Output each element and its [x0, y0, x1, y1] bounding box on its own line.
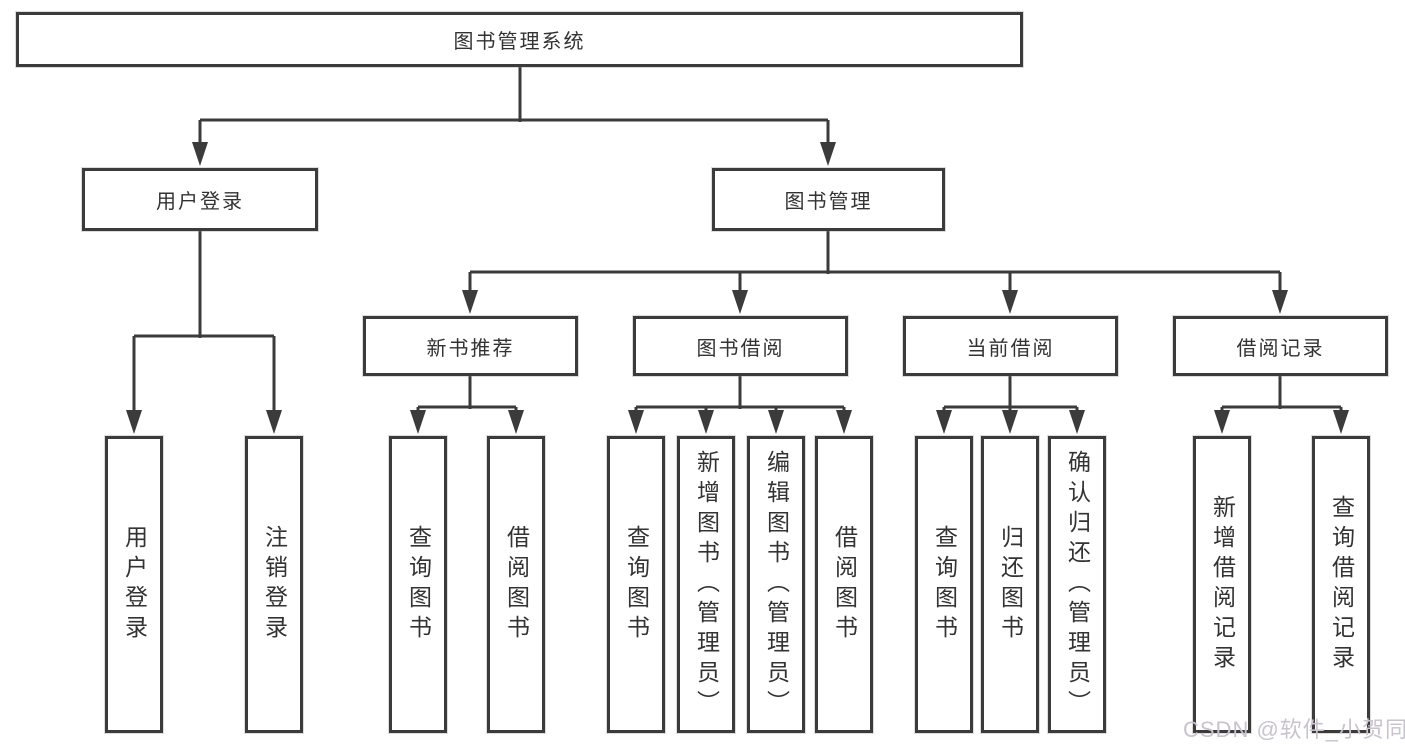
leaf-current-query-books: 查询图书 — [915, 436, 973, 733]
leaf-borrow-add-books-admin: 新增图书（管理员） — [677, 436, 735, 733]
leaf-user-login: 用户登录 — [105, 436, 163, 733]
node-user-login-branch: 用户登录 — [82, 168, 318, 231]
leaf-current-return-books-label: 归还图书 — [997, 524, 1024, 645]
leaf-borrow-edit-books-admin-label: 编辑图书（管理员） — [763, 449, 790, 720]
node-new-book-recommend: 新书推荐 — [363, 316, 578, 376]
leaf-current-return-books: 归还图书 — [981, 436, 1039, 733]
node-book-management-branch: 图书管理 — [712, 168, 945, 231]
leaf-borrow-query-books-label: 查询图书 — [623, 524, 650, 645]
leaf-newbook-query-books: 查询图书 — [389, 436, 447, 733]
leaf-newbook-borrow-books-label: 借阅图书 — [503, 524, 530, 645]
leaf-borrow-borrow-books: 借阅图书 — [815, 436, 873, 733]
leaf-record-add-borrow-record: 新增借阅记录 — [1193, 436, 1251, 733]
leaf-user-login-label: 用户登录 — [121, 524, 148, 645]
leaf-logout-label: 注销登录 — [261, 524, 288, 645]
node-borrow-record: 借阅记录 — [1173, 316, 1388, 376]
node-book-borrow: 图书借阅 — [633, 316, 848, 376]
leaf-current-confirm-return-admin: 确认归还（管理员） — [1048, 436, 1106, 733]
leaf-borrow-add-books-admin-label: 新增图书（管理员） — [693, 449, 720, 720]
node-library-management-system: 图书管理系统 — [16, 12, 1023, 67]
leaf-newbook-borrow-books: 借阅图书 — [487, 436, 545, 733]
leaf-newbook-query-books-label: 查询图书 — [405, 524, 432, 645]
leaf-record-query-borrow-record: 查询借阅记录 — [1312, 436, 1370, 733]
leaf-borrow-borrow-books-label: 借阅图书 — [831, 524, 858, 645]
leaf-borrow-edit-books-admin: 编辑图书（管理员） — [747, 436, 805, 733]
leaf-logout: 注销登录 — [245, 436, 303, 733]
leaf-borrow-query-books: 查询图书 — [607, 436, 665, 733]
leaf-current-query-books-label: 查询图书 — [931, 524, 958, 645]
leaf-current-confirm-return-admin-label: 确认归还（管理员） — [1064, 449, 1091, 720]
node-current-borrow: 当前借阅 — [903, 316, 1118, 376]
leaf-record-add-borrow-record-label: 新增借阅记录 — [1209, 494, 1236, 675]
csdn-watermark: CSDN @软件_小贺同学 — [1183, 717, 1405, 742]
leaf-record-query-borrow-record-label: 查询借阅记录 — [1328, 494, 1355, 675]
